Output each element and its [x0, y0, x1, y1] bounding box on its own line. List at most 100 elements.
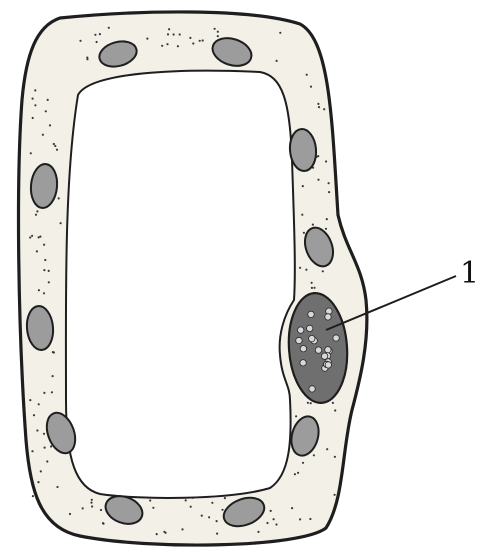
cytoplasm-granule	[82, 507, 84, 509]
cytoplasm-granule	[94, 34, 96, 36]
chromatin-granule	[298, 327, 304, 333]
cytoplasm-granule	[43, 269, 45, 271]
cytoplasm-granule	[313, 287, 315, 289]
cytoplasm-granule	[317, 179, 319, 181]
cytoplasm-granule	[36, 210, 38, 212]
cytoplasm-granule	[179, 33, 181, 35]
cytoplasm-granule	[99, 33, 101, 35]
cytoplasm-granule	[302, 185, 304, 187]
cytoplasm-granule	[100, 509, 102, 511]
cytoplasm-granule	[291, 507, 293, 509]
cytoplasm-granule	[48, 270, 50, 272]
cytoplasm-granule	[208, 516, 210, 518]
cytoplasm-granule	[326, 448, 328, 450]
cytoplasm-granule	[43, 292, 45, 294]
cytoplasm-granule	[323, 108, 325, 110]
cytoplasm-granule	[44, 259, 46, 261]
cytoplasm-granule	[45, 110, 47, 112]
cytoplasm-granule	[301, 214, 303, 216]
chromatin-granule	[307, 325, 313, 331]
cytoplasm-granule	[202, 39, 204, 41]
chromatin-granule	[325, 347, 331, 353]
cytoplasm-granule	[311, 282, 313, 284]
cytoplasm-granule	[190, 506, 192, 508]
cytoplasm-granule	[216, 520, 218, 522]
cytoplasm-granule	[334, 409, 336, 411]
cytoplasm-granule	[38, 403, 40, 405]
cytoplasm-granule	[60, 222, 62, 224]
cytoplasm-granule	[52, 351, 54, 353]
cytoplasm-granule	[156, 533, 158, 535]
cytoplasm-granule	[303, 232, 305, 234]
central-vacuole	[66, 71, 295, 498]
cytoplasm-granule	[42, 134, 44, 136]
cytoplasm-granule	[221, 509, 223, 511]
cytoplasm-granule	[58, 197, 60, 199]
cytoplasm-granule	[310, 402, 312, 404]
cytoplasm-granule	[334, 494, 336, 496]
cytoplasm-granule	[34, 104, 36, 106]
cytoplasm-granule	[149, 499, 151, 501]
cytoplasm-granule	[189, 37, 191, 39]
cytoplasm-granule	[168, 28, 170, 30]
cytoplasm-granule	[91, 505, 93, 507]
cytoplasm-granule	[54, 145, 56, 147]
cytoplasm-granule	[332, 402, 334, 404]
cytoplasm-granule	[181, 528, 183, 530]
cytoplasm-granule	[40, 470, 42, 472]
cytoplasm-granule	[47, 99, 49, 101]
cytoplasm-granule	[152, 507, 154, 509]
cytoplasm-granule	[310, 86, 312, 88]
cytoplasm-granule	[216, 533, 218, 535]
cytoplasm-granule	[199, 40, 201, 42]
cytoplasm-granule	[43, 244, 45, 246]
cytoplasm-granule	[211, 502, 213, 504]
cytoplasm-granule	[161, 45, 163, 47]
chromatin-granule	[321, 353, 327, 359]
cytoplasm-granule	[50, 445, 52, 447]
cytoplasm-granule	[69, 513, 71, 515]
cytoplasm-granule	[294, 473, 296, 475]
cytoplasm-granule	[177, 45, 179, 47]
cytoplasm-granule	[51, 391, 53, 393]
cytoplasm-granule	[326, 218, 328, 220]
cytoplasm-granule	[328, 182, 330, 184]
cytoplasm-granule	[270, 510, 272, 512]
cytoplasm-granule	[29, 236, 31, 238]
cytoplasm-granule	[334, 456, 336, 458]
cytoplasm-granule	[173, 33, 175, 35]
cytoplasm-granule	[52, 375, 54, 377]
cytoplasm-granule	[299, 267, 301, 269]
cytoplasm-granule	[217, 35, 219, 37]
cytoplasm-granule	[325, 160, 327, 162]
chromatin-granule	[296, 337, 302, 343]
cytoplasm-granule	[167, 33, 169, 35]
cytoplasm-granule	[49, 124, 51, 126]
chromatin-granule	[309, 386, 315, 392]
chromatin-granule	[315, 347, 321, 353]
cytoplasm-granule	[214, 28, 216, 30]
chromatin-granule	[308, 311, 314, 317]
cytoplasm-granule	[32, 495, 34, 497]
cytoplasm-granule	[36, 250, 38, 252]
cytoplasm-granule	[36, 429, 38, 431]
cytoplasm-granule	[43, 392, 45, 394]
cytoplasm-granule	[96, 41, 98, 43]
cytoplasm-granule	[32, 117, 34, 119]
cytoplasm-granule	[185, 499, 187, 501]
cytoplasm-granule	[311, 287, 313, 289]
chromatin-granule	[300, 346, 306, 352]
chromatin-granule	[300, 360, 306, 366]
cytoplasm-granule	[56, 486, 58, 488]
cytoplasm-granule	[322, 270, 324, 272]
cytoplasm-granule	[91, 499, 93, 501]
cytoplasm-granule	[295, 415, 297, 417]
cytoplasm-granule	[317, 103, 319, 105]
cytoplasm-granule	[305, 269, 307, 271]
cytoplasm-granule	[192, 42, 194, 44]
cytoplasm-granule	[86, 58, 88, 60]
cytoplasm-granule	[224, 497, 226, 499]
chromatin-granule	[325, 314, 331, 320]
cytoplasm-granule	[217, 31, 219, 33]
